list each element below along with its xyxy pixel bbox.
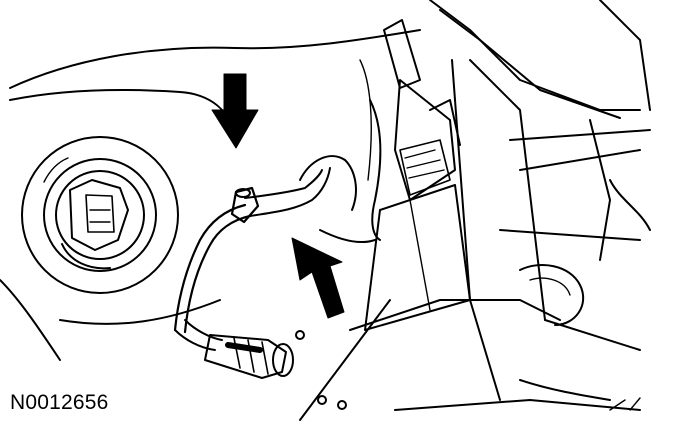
wire-clip	[230, 186, 260, 224]
mounting-bracket	[299, 155, 471, 331]
bulb-socket	[21, 136, 179, 294]
figure-id-label: N0012656	[10, 391, 109, 414]
harness-connector	[359, 19, 461, 241]
callout-arrow-up	[291, 237, 345, 319]
bulb-connector	[204, 334, 294, 379]
wire-harness	[173, 167, 331, 351]
lower-components	[295, 264, 641, 411]
callout-arrow-down	[211, 73, 259, 149]
housing-outline	[0, 0, 651, 421]
